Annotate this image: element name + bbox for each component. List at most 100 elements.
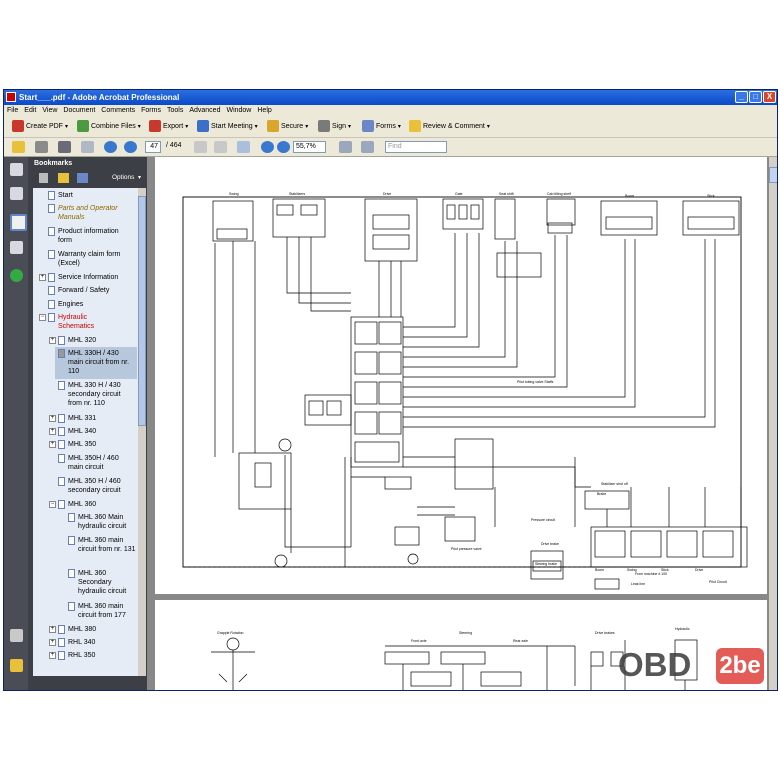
bookmark-mhl-331[interactable]: +MHL 331 (49, 414, 97, 423)
bookmark-mhl-350h-secondary[interactable]: MHL 350 H / 460 secondary circuit (58, 477, 134, 495)
save-icon[interactable] (58, 141, 71, 153)
bookmark-mhl-360[interactable]: −MHL 360 (49, 500, 97, 509)
bookmark-mhl-340[interactable]: +MHL 340 (49, 427, 97, 436)
bookmark-page-icon (58, 625, 65, 634)
zoom-level-select[interactable]: 55,7% (293, 141, 326, 153)
expand-icon[interactable]: + (39, 274, 46, 281)
expand-icon[interactable]: + (49, 652, 56, 659)
forms-button[interactable]: Forms▾ (362, 120, 401, 134)
expand-icon[interactable]: + (49, 626, 56, 633)
review-comment-button[interactable]: Review & Comment▾ (409, 120, 490, 134)
menu-comments[interactable]: Comments (101, 107, 136, 114)
maximize-button[interactable]: □ (749, 91, 762, 103)
expand-icon[interactable]: + (49, 337, 56, 344)
page-number-input[interactable]: 47 (145, 141, 161, 153)
select-tool-icon[interactable] (214, 141, 227, 153)
print-icon[interactable] (35, 141, 48, 153)
create-pdf-button[interactable]: Create PDF▾ (12, 120, 68, 134)
bookmark-engines[interactable]: Engines (48, 300, 136, 309)
menu-file[interactable]: File (7, 107, 19, 114)
document-scrollbar[interactable] (769, 157, 777, 690)
zoom-out-icon[interactable] (261, 141, 274, 153)
email-icon[interactable] (81, 141, 94, 153)
bookmarks-scrollbar[interactable] (138, 188, 146, 676)
collapse-icon[interactable]: − (49, 501, 56, 508)
bookmark-mhl-350[interactable]: +MHL 350 (49, 440, 97, 449)
bookmark-mhl-350h-main[interactable]: MHL 350H / 460 main circuit (58, 454, 134, 472)
acrobat-window: Start___.pdf - Adobe Acrobat Professiona… (3, 89, 778, 691)
bookmark-parts-operator-manuals[interactable]: Parts and Operator Manuals (48, 204, 136, 222)
bookmark-rhl-340[interactable]: +RHL 340 (49, 638, 96, 647)
schematic-label: Drive brake (541, 542, 559, 546)
minimize-button[interactable]: _ (735, 91, 748, 103)
bookmark-mhl-360-secondary[interactable]: MHL 360 Secondary hydraulic circuit (68, 569, 136, 596)
bookmark-mhl-330h-secondary[interactable]: MHL 330 H / 430 secondary circuit from n… (58, 381, 134, 408)
find-input[interactable]: Find (385, 141, 447, 153)
signatures-icon[interactable] (10, 241, 23, 254)
close-button[interactable]: X (763, 91, 776, 103)
delete-bookmark-icon[interactable] (39, 173, 48, 183)
combine-files-icon (77, 120, 89, 133)
chevron-down-icon: ▾ (137, 124, 141, 130)
menu-edit[interactable]: Edit (24, 107, 37, 114)
fit-page-icon[interactable] (339, 141, 352, 153)
sign-button[interactable]: Sign▾ (318, 120, 351, 134)
attachments-icon[interactable] (10, 629, 23, 642)
expand-icon[interactable]: + (49, 428, 56, 435)
bookmark-rhl-350[interactable]: +RHL 350 (49, 651, 96, 660)
menu-forms[interactable]: Forms (141, 107, 161, 114)
schematic-label: Seat shift (499, 192, 514, 196)
scrollbar-thumb[interactable] (769, 167, 777, 183)
expand-icon[interactable]: + (49, 415, 56, 422)
scrollbar-thumb[interactable] (138, 196, 146, 426)
zoom-tool-icon[interactable] (237, 141, 250, 153)
open-folder-icon[interactable] (12, 141, 25, 153)
bookmark-mhl-330h-main[interactable]: MHL 330H / 430 main circuit from nr. 110 (58, 349, 134, 376)
bookmark-warranty-claim[interactable]: Warranty claim form (Excel) (48, 250, 132, 268)
hydraulic-schematic-page-2: Grapple Rotation Steering Front axle Rea… (211, 627, 698, 690)
bookmark-service-information[interactable]: +Service Information (39, 273, 119, 282)
hand-tool-icon[interactable] (194, 141, 207, 153)
start-meeting-button[interactable]: Start Meeting▾ (197, 120, 258, 134)
next-page-icon[interactable] (124, 141, 137, 153)
zoom-in-icon[interactable] (277, 141, 290, 153)
schematic-label: Pilot pressure valve (451, 547, 482, 551)
bookmark-forward-safety[interactable]: Forward / Safety (48, 286, 136, 295)
schematic-label: Stabilizer shut off (601, 482, 628, 486)
collapse-icon[interactable]: − (39, 314, 46, 321)
menu-view[interactable]: View (42, 107, 58, 114)
menu-help[interactable]: Help (257, 107, 272, 114)
combine-files-button[interactable]: Combine Files▾ (77, 120, 141, 134)
schematic-label: Leak line (631, 582, 645, 586)
new-bookmark-icon[interactable] (58, 173, 69, 183)
expand-icon[interactable]: + (49, 441, 56, 448)
menu-document[interactable]: Document (63, 107, 96, 114)
title-bar: Start___.pdf - Adobe Acrobat Professiona… (4, 90, 777, 105)
chevron-down-icon: ▾ (348, 124, 352, 130)
bookmarks-icon[interactable] (10, 214, 27, 231)
bookmark-start[interactable]: Start (48, 191, 136, 200)
bookmark-mhl-360-main-131[interactable]: MHL 360 main circuit from nr. 131 (68, 536, 136, 554)
comments-icon[interactable] (10, 659, 23, 672)
bookmark-hydraulic-schematics[interactable]: −Hydraulic Schematics (39, 313, 95, 330)
bookmark-mhl-360-main[interactable]: MHL 360 Main hydraulic circuit (68, 513, 136, 531)
bookmark-product-information[interactable]: Product information form (48, 227, 132, 245)
bookmark-mhl-360-main-177[interactable]: MHL 360 main circuit from 177 (68, 602, 136, 620)
layers-icon[interactable] (10, 187, 23, 200)
options-menu[interactable]: Options (112, 174, 135, 181)
document-view[interactable]: Swing Stabilizers Drive Gate Seat shift … (147, 157, 769, 690)
bookmark-mhl-380[interactable]: +MHL 380 (49, 625, 97, 634)
fit-width-icon[interactable] (361, 141, 374, 153)
expand-bookmark-icon[interactable] (77, 173, 88, 183)
create-pdf-icon (12, 120, 24, 133)
bookmark-mhl-320[interactable]: +MHL 320 (49, 336, 97, 345)
export-button[interactable]: Export▾ (149, 120, 188, 134)
menu-window[interactable]: Window (226, 107, 252, 114)
previous-page-icon[interactable] (104, 141, 117, 153)
menu-tools[interactable]: Tools (166, 107, 184, 114)
secure-button[interactable]: Secure▾ (267, 120, 308, 134)
expand-icon[interactable]: + (49, 639, 56, 646)
pages-icon[interactable] (10, 163, 23, 176)
help-icon[interactable] (10, 269, 23, 282)
menu-advanced[interactable]: Advanced (189, 107, 221, 114)
